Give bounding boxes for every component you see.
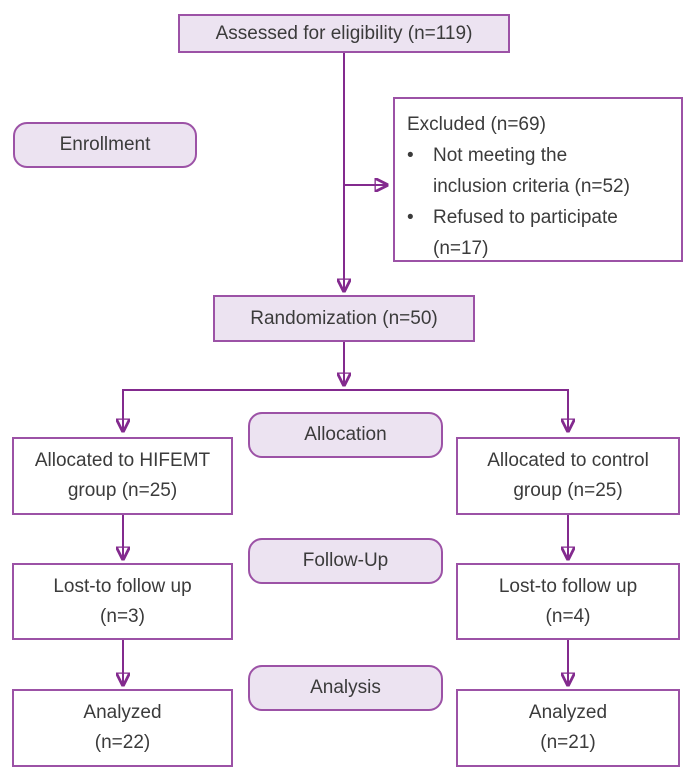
assessed-eligibility-text: Assessed for eligibility (n=119) bbox=[215, 22, 473, 44]
lost-control-line2: (n=4) bbox=[545, 605, 591, 627]
excluded-item-text: Not meeting the inclusion criteria (n=52… bbox=[433, 140, 630, 202]
analyzed-hifemt-line1: Analyzed bbox=[83, 702, 162, 723]
lost-hifemt-line1: Lost-to follow up bbox=[53, 575, 192, 597]
allocated-control-line2: group (n=25) bbox=[513, 480, 623, 501]
assessed-eligibility-box: Assessed for eligibility (n=119) bbox=[178, 14, 510, 53]
bullet-icon: • bbox=[407, 145, 414, 166]
randomization-text: Randomization (n=50) bbox=[250, 307, 438, 329]
enrollment-stage-text: Enrollment bbox=[59, 134, 151, 155]
excluded-item: • Not meeting the inclusion criteria (n=… bbox=[407, 140, 630, 202]
excluded-item-line: (n=17) bbox=[433, 238, 489, 259]
analyzed-control-box: Analyzed (n=21) bbox=[456, 689, 680, 767]
analysis-stage-label: Analysis bbox=[248, 665, 443, 711]
bullet-icon: • bbox=[407, 207, 414, 228]
analyzed-control-line1: Analyzed bbox=[528, 702, 608, 723]
lost-control-line1: Lost-to follow up bbox=[498, 575, 638, 597]
allocated-hifemt-line2: group (n=25) bbox=[67, 480, 178, 501]
excluded-title: Excluded (n=69) bbox=[407, 114, 546, 135]
analyzed-control-line2: (n=21) bbox=[540, 732, 596, 753]
allocation-stage-label: Allocation bbox=[248, 412, 443, 458]
allocated-hifemt-box: Allocated to HIFEMT group (n=25) bbox=[12, 437, 233, 515]
excluded-box: Excluded (n=69) • Not meeting the inclus… bbox=[393, 97, 683, 262]
followup-stage-label: Follow-Up bbox=[248, 538, 443, 584]
enrollment-stage-label: Enrollment bbox=[13, 122, 197, 168]
allocation-stage-text: Allocation bbox=[304, 424, 387, 445]
followup-stage-text: Follow-Up bbox=[302, 550, 389, 571]
allocated-hifemt-line1: Allocated to HIFEMT bbox=[34, 450, 211, 471]
allocated-control-line1: Allocated to control bbox=[487, 450, 649, 471]
analyzed-hifemt-line2: (n=22) bbox=[94, 732, 151, 753]
lost-followup-control-box: Lost-to follow up (n=4) bbox=[456, 563, 680, 640]
lost-followup-hifemt-box: Lost-to follow up (n=3) bbox=[12, 563, 233, 640]
analysis-stage-text: Analysis bbox=[310, 677, 381, 698]
allocated-control-box: Allocated to control group (n=25) bbox=[456, 437, 680, 515]
excluded-item-line: Not meeting the bbox=[433, 145, 568, 166]
lost-hifemt-line2: (n=3) bbox=[100, 605, 145, 627]
excluded-item-line: inclusion criteria (n=52) bbox=[433, 176, 630, 197]
excluded-item-line: Refused to participate bbox=[433, 207, 618, 228]
randomization-box: Randomization (n=50) bbox=[213, 295, 475, 342]
excluded-item-text: Refused to participate (n=17) bbox=[433, 202, 618, 264]
excluded-item: • Refused to participate (n=17) bbox=[407, 202, 618, 264]
analyzed-hifemt-box: Analyzed (n=22) bbox=[12, 689, 233, 767]
